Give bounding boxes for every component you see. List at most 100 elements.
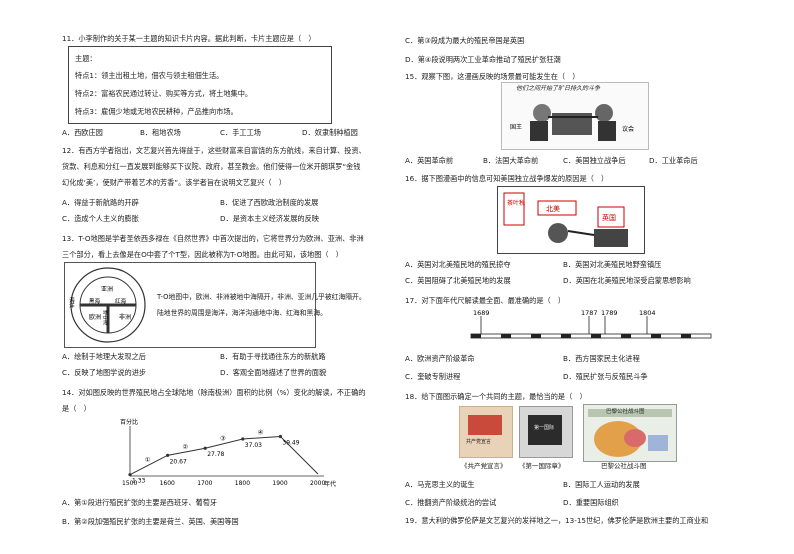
data-label: 20.67 xyxy=(170,458,187,465)
data-point xyxy=(128,473,132,477)
map-label-red-sea: 红海 xyxy=(115,297,127,305)
option[interactable]: B．西方国家民主化进程 xyxy=(563,354,640,363)
segment-marker: ④ xyxy=(258,429,264,437)
chart-ylabel: 百分比 xyxy=(120,418,138,426)
timeline-year: 1689 xyxy=(473,309,490,317)
data-point xyxy=(241,437,245,441)
option[interactable]: D．奴隶制种植园 xyxy=(302,128,358,137)
data-label: 37.03 xyxy=(245,442,262,449)
q18-image-first-international: 第一国际 xyxy=(519,406,573,458)
q18-image-manifesto: 共产党宣言 xyxy=(459,406,513,458)
x-tick-label: 1900 xyxy=(272,480,287,487)
timeline-year: 1787 xyxy=(581,309,598,317)
x-tick-label: 1700 xyxy=(197,480,212,487)
q11-stem: 11．小李制作的关于某一主题的知识卡片内容。据此判断，卡片主题应是（ ） xyxy=(62,34,316,43)
q17-stem: 17．对下面年代尺解读最全面、最准确的是（ ） xyxy=(405,296,566,305)
map-label-ocean: 海洋 xyxy=(68,296,75,310)
option[interactable]: D．工业革命后 xyxy=(649,156,698,165)
cartoon-label-america: 北美 xyxy=(546,204,560,213)
option[interactable]: C．造成个人主义的膨胀 xyxy=(62,214,139,223)
map-label-black-sea: 黑海 xyxy=(89,297,101,305)
option[interactable]: B．国际工人运动的发展 xyxy=(563,480,640,489)
q11-card-line: 特点3：雇佣少地或无地农民耕种，产品推向市场。 xyxy=(75,107,238,116)
data-point xyxy=(278,434,282,439)
x-tick-label: 1500 xyxy=(122,480,137,487)
q18-caption: 《第一国际章》 xyxy=(519,462,565,470)
map-label-asia: 亚洲 xyxy=(101,286,113,293)
option[interactable]: D．客观全面地描述了世界的面貌 xyxy=(220,368,327,377)
q18-image-text: 第一国际 xyxy=(534,425,555,431)
option[interactable]: B．租地农场 xyxy=(140,128,181,137)
q12-stem: 货款、利息和分红一直发展到能够买下议院、政府，甚至教会。他们使得一位米开朗琪罗“… xyxy=(62,162,361,171)
option[interactable]: A．英国革命前 xyxy=(405,156,454,165)
map-label-med: 地中海 xyxy=(102,309,108,326)
q16-cartoon: 茶叶税 北美 英国 xyxy=(497,186,645,254)
option[interactable]: D．第④段说明两次工业革命推动了殖民扩张狂潮 xyxy=(405,55,561,64)
q13-figure: 亚洲 黑海 红海 欧洲 非洲 海洋 地中海 T-O地图中，欧洲、非洲被地中海隔开… xyxy=(64,262,366,348)
data-label: 27.78 xyxy=(207,451,224,458)
q13-stem: 三个部分，看上去像是在O中套了个T型，因此被称为T-O地图。由此可知，该地图（ … xyxy=(62,250,343,259)
x-tick-label: 1800 xyxy=(235,480,250,487)
map-label-africa: 非洲 xyxy=(119,313,131,321)
timeline-year: 1789 xyxy=(601,309,618,317)
option[interactable]: C．推翻资产阶级统治的尝试 xyxy=(405,498,497,507)
option[interactable]: C．英国阻碍了北美殖民地的发展 xyxy=(405,276,511,285)
q11-card-line: 主题： xyxy=(75,54,97,63)
q19-stem: 19．意大利的佛罗伦萨是文艺复兴的发祥地之一，13-15世纪，佛罗伦萨是欧洲主要… xyxy=(405,516,709,525)
q16-stem: 16．据下图漫画中的信息可知美国独立战争爆发的原因是（ ） xyxy=(405,174,609,183)
cartoon-drawing: 茶叶税 北美 英国 xyxy=(503,192,628,247)
option[interactable]: B．英国对北美殖民地野蛮镇压 xyxy=(563,260,662,269)
cartoon-label-parliament: 议会 xyxy=(622,125,634,133)
option[interactable]: B．促进了西欧政治制度的发展 xyxy=(220,198,319,207)
option[interactable]: A．欧洲资产阶级革命 xyxy=(405,354,475,363)
option[interactable]: A．绘制于地理大发现之后 xyxy=(62,352,146,361)
q12-stem: 12．有西方学者指出，文艺复兴首先得益于，这些财富来自富饶的东方航线，来自计算、… xyxy=(62,146,366,155)
q13-stem: 13．T-O地图是学者圣依西多禄在《自然世界》中首次提出的，它将世界分为欧洲、亚… xyxy=(62,234,364,243)
option[interactable]: B．法国大革命前 xyxy=(483,156,539,165)
data-label: 39.49 xyxy=(282,440,299,447)
option[interactable]: A．得益于新航路的开辟 xyxy=(62,198,139,207)
q11-card-line: 特点2：富裕农民通过转让、购买等方式，将土地集中。 xyxy=(75,89,253,98)
option[interactable]: A．英国对北美殖民地的殖民掠夺 xyxy=(405,260,511,269)
segment-marker: ① xyxy=(145,456,151,464)
option[interactable]: A．马克思主义的诞生 xyxy=(405,480,475,489)
option[interactable]: C．手工工场 xyxy=(220,128,261,137)
cartoon-label-tea: 茶叶税 xyxy=(507,199,525,207)
option[interactable]: B．第②段加强殖民扩张的主要是荷兰、英国、美国等国 xyxy=(62,517,239,526)
q15-cartoon: 他们之间开始了旷日持久的斗争 国王 议会 xyxy=(501,82,649,150)
option[interactable]: C．奎破专制进程 xyxy=(405,372,461,381)
chart-xlabel: 年代 xyxy=(324,480,336,488)
q11-card-line: 特点1：领主出租土地，佃农与领主租佃生活。 xyxy=(75,71,224,80)
q18-image-text: 共产党宣言 xyxy=(466,439,492,445)
option[interactable]: D．英国在北美殖民地深受启蒙思想影响 xyxy=(563,276,691,285)
timeline-year: 1804 xyxy=(639,309,656,317)
segment-marker: ③ xyxy=(220,435,226,443)
option[interactable]: A．西欧庄园 xyxy=(62,128,103,137)
q15-caption: 他们之间开始了旷日持久的斗争 xyxy=(516,85,601,92)
q18-image-paris-commune: 巴黎公社战斗图 xyxy=(583,404,677,462)
q17-timeline: 1689 1787 1789 1804 xyxy=(470,309,712,339)
q15-stem: 15．观察下图，这漫画反映的场景最可能发生在（ ） xyxy=(405,72,580,81)
q18-image-text: 巴黎公社战斗图 xyxy=(606,409,645,415)
q18-caption: 巴黎公社战斗图 xyxy=(601,462,647,470)
q11-card: 主题： 特点1：领主出租土地，佃农与领主租佃生活。 特点2：富裕农民通过转让、购… xyxy=(68,46,332,124)
option[interactable]: A．第①段进行殖民扩张的主要是西班牙、葡萄牙 xyxy=(62,498,218,507)
option[interactable]: D．是资本主义经济发展的反映 xyxy=(220,214,319,223)
q12-stem: 幻化成‘美’，使财产带着艺术的芳香”。该学者旨在说明文艺复兴（ ） xyxy=(62,178,286,187)
q18-caption: 《共产党宣言》 xyxy=(461,462,507,470)
option[interactable]: C．美国独立战争后 xyxy=(563,156,626,165)
x-tick-label: 1600 xyxy=(160,480,175,487)
q18-stem: 18．给下面图示确定一个共同的主题，最恰当的是（ ） xyxy=(405,392,587,401)
data-label: 1.33 xyxy=(132,478,146,485)
map-label-europe: 欧洲 xyxy=(89,313,101,321)
option[interactable]: C．反映了地图学说的进步 xyxy=(62,368,147,377)
option[interactable]: D．重要国际组织 xyxy=(563,498,619,507)
segment-marker: ② xyxy=(182,443,188,451)
data-point xyxy=(203,446,207,450)
q13-desc: 陆地世界的周围是海洋，海洋沟通地中海、红海和黑海。 xyxy=(157,309,327,317)
q13-desc: T-O地图中，欧洲、非洲被地中海隔开，非洲、亚洲几乎被红海隔开。 xyxy=(157,293,366,301)
option[interactable]: D．殖民扩张与反殖民斗争 xyxy=(563,372,648,381)
option[interactable]: C．第③段成为最大的殖民帝国是英国 xyxy=(405,36,525,45)
option[interactable]: B．有助于寻找通往东方的新航路 xyxy=(220,352,326,361)
